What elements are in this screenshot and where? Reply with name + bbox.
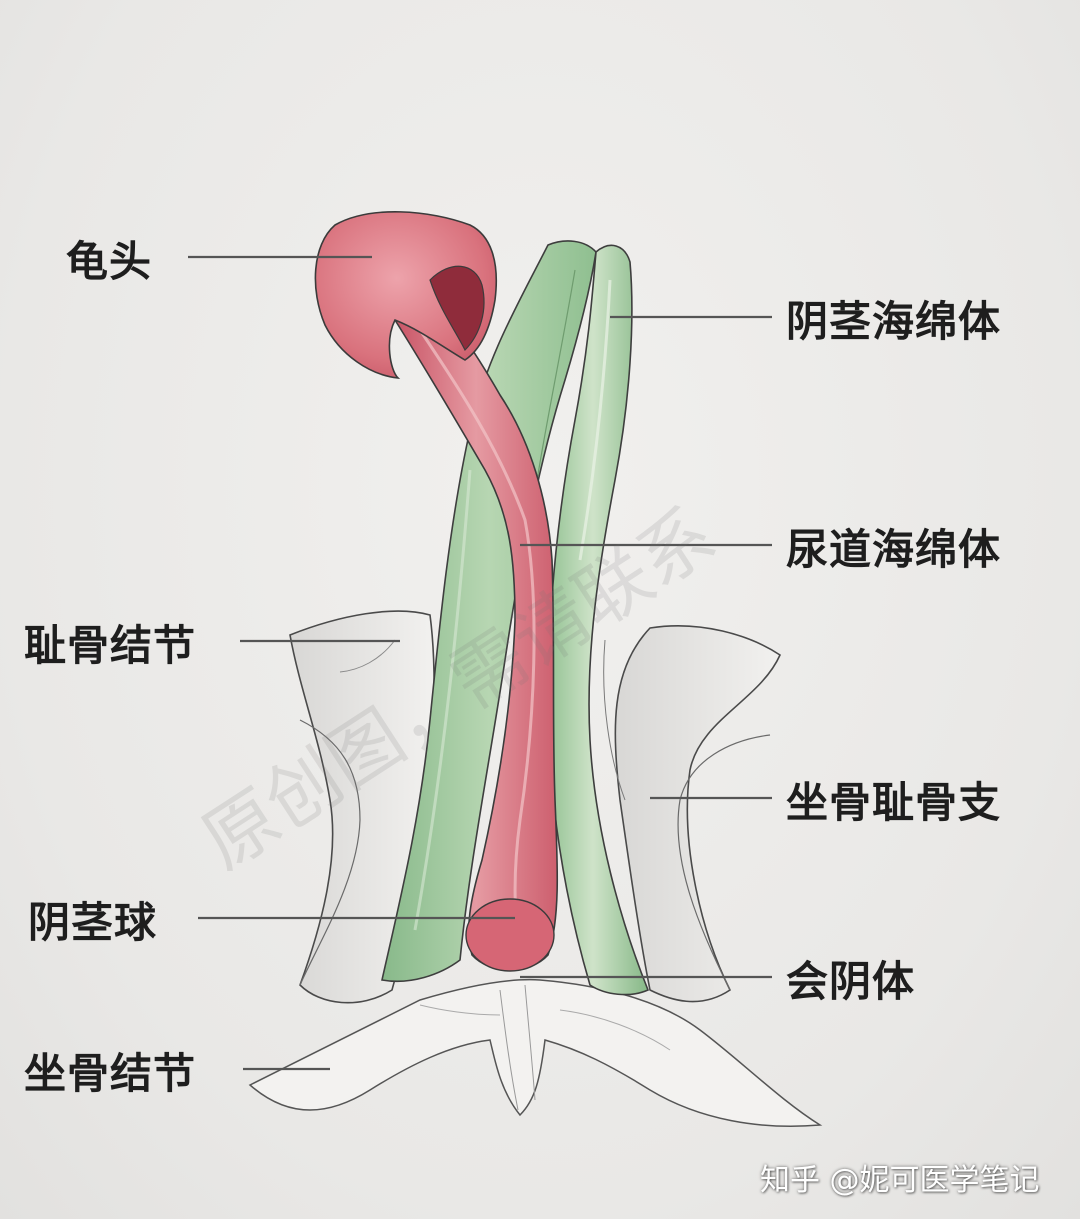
label-perineal-body: 会阴体 — [786, 957, 916, 1006]
corpus-spongiosum — [394, 302, 559, 971]
label-corpus-cavernosum: 阴茎海绵体 — [786, 297, 1002, 346]
leader-lines — [188, 255, 772, 1071]
corpus-cavernosum — [381, 240, 650, 996]
label-bulb-of-penis: 阴茎球 — [28, 898, 158, 947]
bulb-of-penis — [465, 898, 555, 972]
perineum-base — [248, 978, 823, 1127]
label-corpus-spongiosum: 尿道海绵体 — [786, 525, 1002, 574]
label-pubic-tubercle: 耻骨结节 — [24, 621, 197, 670]
source-credit: 知乎 @妮可医学笔记 — [760, 1163, 1040, 1198]
pelvic-bone-right — [603, 625, 782, 1003]
label-ischial-tuberosity: 坐骨结节 — [24, 1049, 197, 1098]
pelvic-bone-left — [289, 610, 435, 1004]
label-glans: 龟头 — [66, 237, 153, 286]
glans — [314, 211, 498, 380]
label-ischiopubic-ramus: 坐骨耻骨支 — [786, 778, 1002, 827]
